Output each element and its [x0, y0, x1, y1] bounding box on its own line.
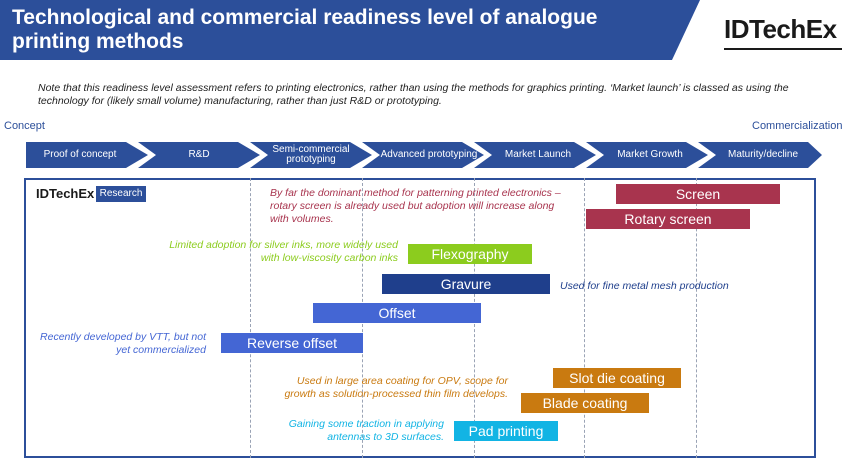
annotation-screen: By far the dominant method for patternin…	[270, 187, 561, 225]
stage-maturity-decline: Maturity/decline	[698, 142, 822, 168]
readiness-panel	[24, 178, 816, 458]
annotation-reverse-offset: Recently developed by VTT, but not yet c…	[40, 331, 206, 356]
stage-market-growth: Market Growth	[586, 142, 708, 168]
bar-slot-die-coating: Slot die coating	[553, 368, 681, 388]
research-badge: Research	[96, 186, 146, 202]
idtechex-logo: IDTechEx	[724, 14, 837, 44]
stage-divider-4	[584, 178, 585, 458]
commercialization-label: Commercialization	[752, 120, 843, 132]
stage-divider-1	[250, 178, 251, 458]
panel-logo: IDTechEx	[36, 186, 95, 201]
stage-divider-5	[696, 178, 697, 458]
bar-offset: Offset	[313, 303, 481, 323]
annotation-slot-die: Used in large area coating for OPV, scop…	[284, 375, 508, 400]
bar-flexography: Flexography	[408, 244, 532, 264]
stage-chevrons: Proof of concept R&D Semi-commercial pro…	[26, 142, 822, 168]
stage-rd: R&D	[138, 142, 260, 168]
bar-blade-coating: Blade coating	[521, 393, 649, 413]
header-banner	[0, 0, 700, 60]
concept-label: Concept	[4, 120, 45, 132]
bar-rotary-screen: Rotary screen	[586, 209, 750, 229]
bar-reverse-offset: Reverse offset	[221, 333, 363, 353]
page-title: Technological and commercial readiness l…	[12, 6, 598, 53]
bar-gravure: Gravure	[382, 274, 550, 294]
logo-underline	[724, 48, 842, 50]
stage-advanced-prototyping: Advanced prototyping	[362, 142, 484, 168]
bar-screen: Screen	[616, 184, 780, 204]
bar-pad-printing: Pad printing	[454, 421, 558, 441]
assessment-note: Note that this readiness level assessmen…	[38, 82, 789, 107]
stage-market-launch: Market Launch	[474, 142, 596, 168]
annotation-pad-printing: Gaining some traction in applying antenn…	[288, 418, 444, 443]
stage-proof-of-concept: Proof of concept	[26, 142, 148, 168]
annotation-flexography: Limited adoption for silver inks, more w…	[169, 239, 398, 264]
stage-semi-commercial: Semi-commercial prototyping	[250, 142, 372, 168]
annotation-gravure: Used for fine metal mesh production	[560, 280, 729, 292]
